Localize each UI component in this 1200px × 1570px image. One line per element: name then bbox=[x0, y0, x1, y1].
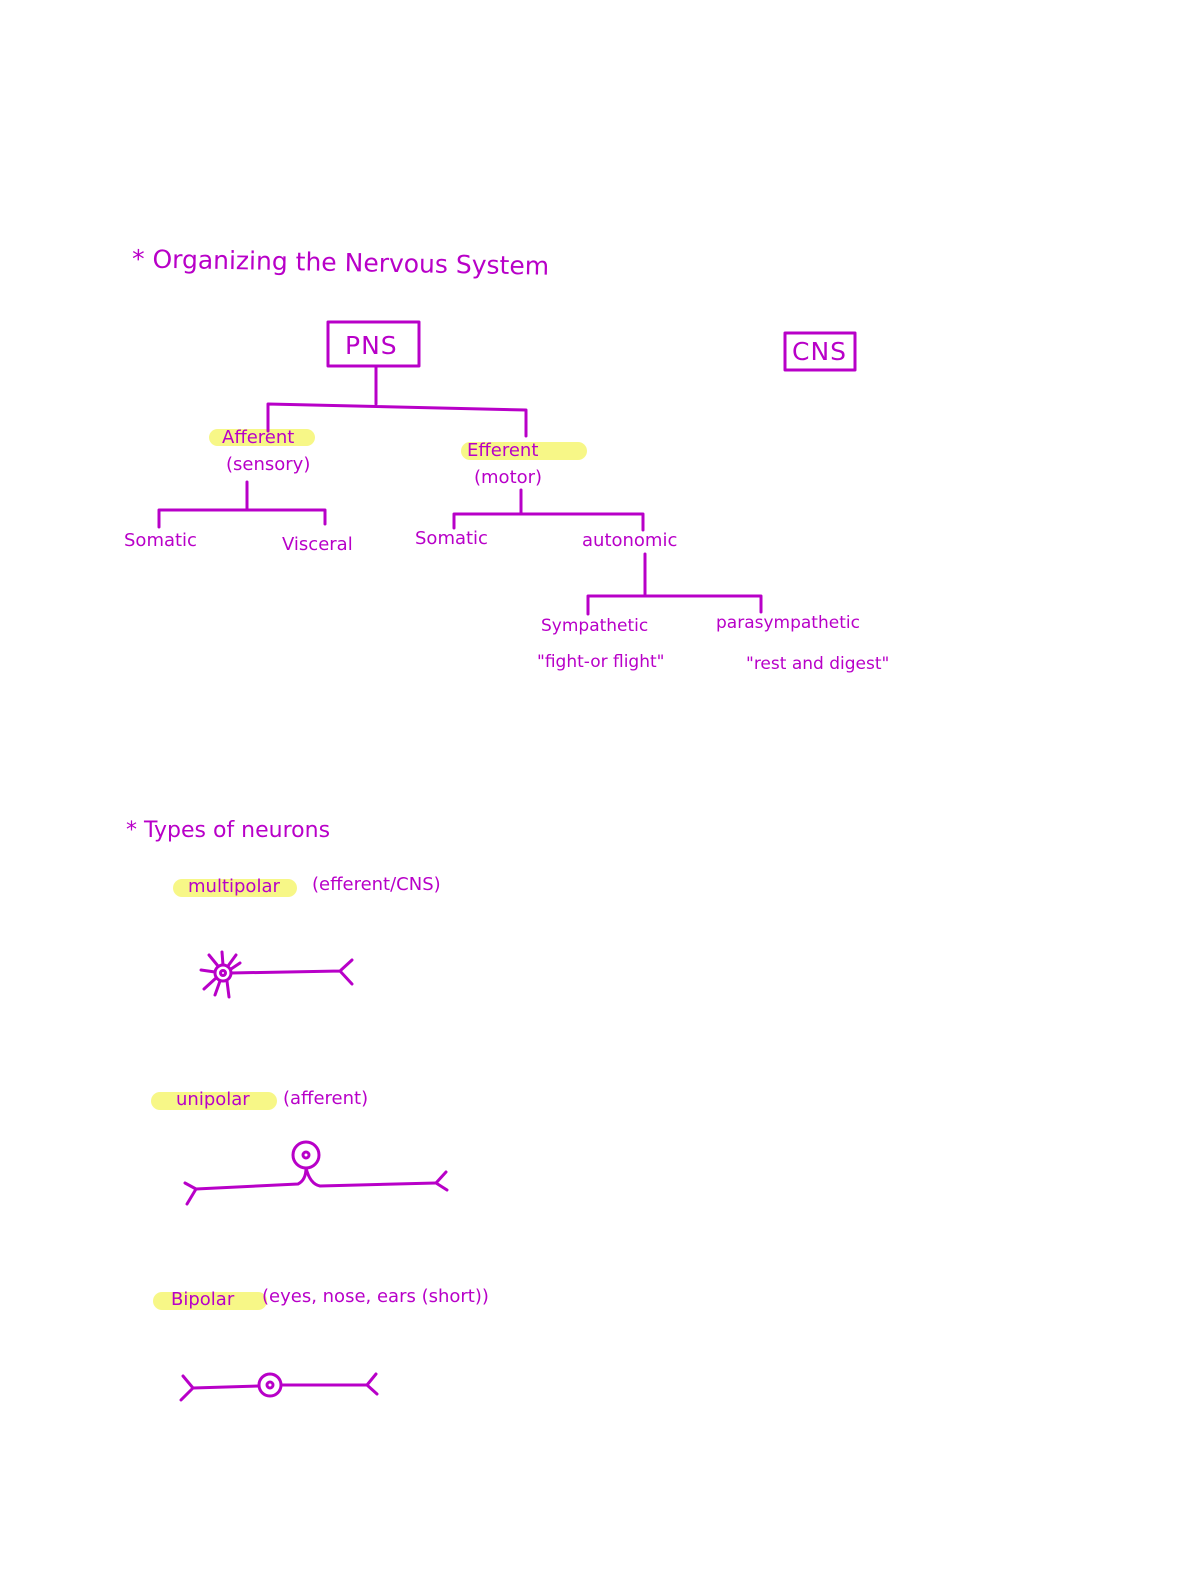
efferent-sub-label: (motor) bbox=[474, 467, 543, 488]
highlight-bipolar bbox=[153, 1292, 267, 1310]
visceral-label: Visceral bbox=[282, 534, 353, 555]
afferent-somatic-label: Somatic bbox=[124, 530, 197, 551]
tree-connector-efferent bbox=[452, 488, 645, 532]
unipolar-label: unipolar bbox=[176, 1089, 250, 1110]
unipolar-note: (afferent) bbox=[283, 1088, 369, 1109]
highlight-efferent bbox=[461, 442, 587, 460]
multipolar-neuron-sketch bbox=[199, 950, 354, 999]
bipolar-note: (eyes, nose, ears (short)) bbox=[262, 1286, 489, 1307]
nervous-system-heading: * Organizing the Nervous System bbox=[131, 244, 550, 281]
pns-box bbox=[326, 320, 421, 368]
tree-connector-afferent bbox=[157, 480, 327, 529]
multipolar-label: multipolar bbox=[188, 876, 280, 897]
bipolar-label: Bipolar bbox=[171, 1289, 235, 1310]
parasympathetic-label: parasympathetic bbox=[716, 613, 860, 633]
highlight-afferent bbox=[209, 429, 315, 446]
autonomic-label: autonomic bbox=[582, 530, 678, 551]
cns-box bbox=[783, 331, 857, 372]
efferent-somatic-label: Somatic bbox=[415, 528, 488, 549]
parasympathetic-quote: "rest and digest" bbox=[746, 654, 890, 674]
tree-connector-pns bbox=[266, 364, 528, 438]
pns-label: PNS bbox=[345, 331, 398, 360]
efferent-label: Efferent bbox=[467, 440, 539, 461]
highlight-multipolar bbox=[173, 879, 297, 897]
tree-connector-autonomic bbox=[586, 552, 763, 616]
cns-label: CNS bbox=[792, 337, 848, 366]
bipolar-neuron-sketch bbox=[179, 1372, 379, 1402]
afferent-label: Afferent bbox=[222, 427, 295, 448]
highlight-unipolar bbox=[151, 1092, 277, 1110]
sympathetic-quote: "fight-or flight" bbox=[537, 652, 665, 672]
afferent-sub-label: (sensory) bbox=[226, 454, 311, 475]
sympathetic-label: Sympathetic bbox=[541, 616, 649, 636]
multipolar-note: (efferent/CNS) bbox=[312, 874, 441, 895]
neuron-types-heading: * Types of neurons bbox=[126, 818, 331, 843]
unipolar-neuron-sketch bbox=[183, 1140, 449, 1206]
